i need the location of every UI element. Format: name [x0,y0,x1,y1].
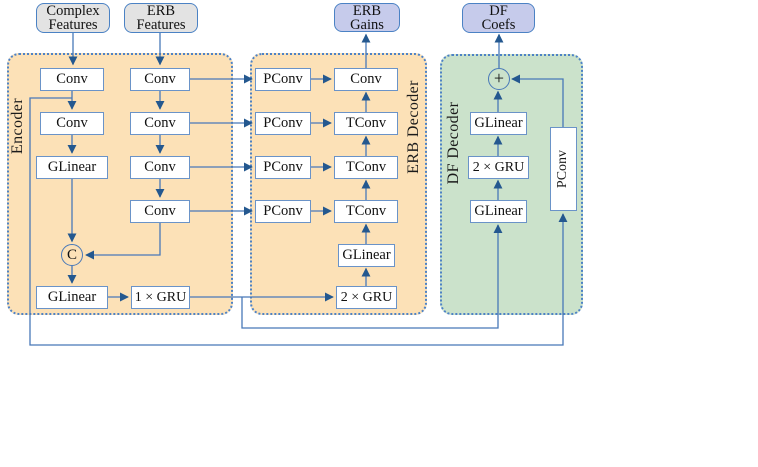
dfdec-pconv-label: PConv [555,149,570,189]
enc-erb-conv4: Conv [130,200,190,223]
df-coefs-box: DF Coefs [462,3,535,33]
sum-symbol: + [493,67,505,88]
erb-features-line1: ERB [146,3,176,19]
df-decoder-label: DF Decoder [445,101,462,185]
erbdec-pconv4: PConv [255,200,311,223]
erbdec-tconv4: TConv [334,200,398,223]
edge-enc-embedding-dfdec-glinear [241,224,503,329]
erbdec-glinear: GLinear [338,244,395,267]
enc-complex-conv2: Conv [40,112,104,135]
dfdec-gru: 2 × GRU [468,156,529,179]
dfdec-glinear-top: GLinear [470,112,527,135]
enc-erb-conv3: Conv [130,156,190,179]
complex-features-line2: Features [48,17,98,33]
enc-complex-glinear: GLinear [36,156,108,179]
erbdec-tconv3: TConv [334,156,398,179]
edge-enc-erb-conv4-concat [85,223,161,260]
erb-gains-box: ERB Gains [334,3,400,32]
erbdec-conv: Conv [334,68,398,91]
concat-symbol: C [66,246,77,263]
erb-features-line2: Features [136,17,186,33]
erb-decoder-block [250,53,427,315]
df-coefs-line1: DF [489,3,508,19]
dfdec-pconv [550,127,577,211]
erb-decoder-label: ERB Decoder [405,80,422,174]
erb-gains-line1: ERB [352,2,382,19]
enc-erb-conv1: Conv [130,68,190,91]
erbdec-pconv1: PConv [255,68,311,91]
dfdec-glinear-bottom: GLinear [470,200,527,223]
complex-features-box: Complex Features [36,3,110,33]
sum-node: + [488,68,510,90]
enc-out-glinear: GLinear [36,286,108,309]
encoder-label: Encoder [9,97,26,155]
enc-erb-conv2: Conv [130,112,190,135]
erbdec-tconv2: TConv [334,112,398,135]
complex-features-line1: Complex [46,3,100,19]
df-coefs-line2: Coefs [481,17,516,33]
erb-features-box: ERB Features [124,3,198,33]
erb-gains-line2: Gains [350,16,384,33]
encoder-block [7,53,233,315]
edge-complex-conv1-skip-dfdec-pconv [29,97,568,346]
enc-complex-conv1: Conv [40,68,104,91]
erbdec-pconv3: PConv [255,156,311,179]
concat-node: C [61,244,83,266]
erbdec-gru: 2 × GRU [336,286,397,309]
edge-dfdec-pconv-sum [511,74,564,127]
enc-gru: 1 × GRU [131,286,190,309]
erbdec-pconv2: PConv [255,112,311,135]
